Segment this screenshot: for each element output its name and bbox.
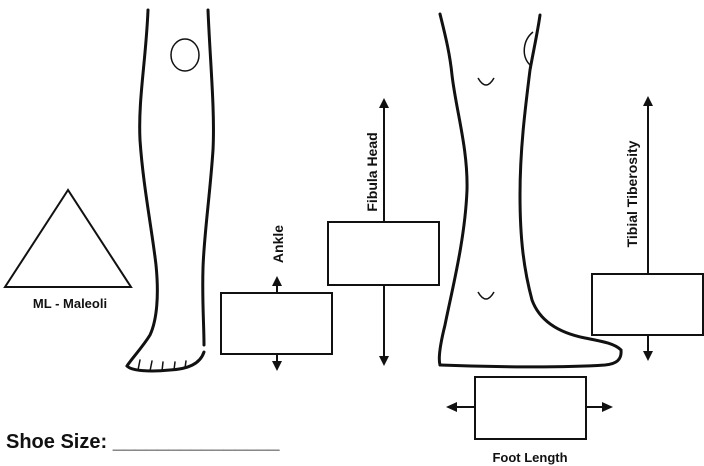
ankle-down-arrow-icon bbox=[272, 355, 282, 371]
front-leg-right-outline bbox=[203, 10, 214, 345]
fibula-head-measurement-input[interactable] bbox=[327, 221, 440, 286]
kneecap-icon bbox=[171, 39, 199, 71]
tibial-down-arrow-icon bbox=[643, 336, 653, 361]
ankle-up-arrow-icon bbox=[272, 276, 282, 292]
fibula-head-label: Fibula Head bbox=[364, 132, 380, 211]
fibula-up-arrow-icon bbox=[379, 98, 389, 221]
tibial-up-arrow-icon bbox=[643, 96, 653, 273]
ankle-mark-icon bbox=[478, 292, 494, 299]
fibula-down-arrow-icon bbox=[379, 286, 389, 366]
ml-maleoli-label: ML - Maleoli bbox=[33, 296, 107, 311]
foot-length-right-arrow-icon bbox=[587, 402, 613, 412]
side-leg-back-outline bbox=[439, 14, 467, 365]
foot-length-label: Foot Length bbox=[492, 450, 567, 465]
tibial-tiberosity-measurement-input[interactable] bbox=[591, 273, 704, 336]
ankle-label: Ankle bbox=[270, 225, 286, 263]
shoe-size-label: Shoe Size: _______________ bbox=[6, 431, 280, 453]
front-leg-left-outline bbox=[127, 10, 157, 366]
foot-length-measurement-input[interactable] bbox=[474, 376, 587, 440]
side-foot-sole-outline bbox=[440, 350, 621, 367]
ankle-measurement-input[interactable] bbox=[220, 292, 333, 355]
knee-mark-icon bbox=[478, 78, 494, 85]
tibial-tiberosity-label: Tibial Tiberosity bbox=[624, 140, 640, 247]
ml-maleoli-triangle-icon bbox=[5, 190, 131, 287]
foot-length-left-arrow-icon bbox=[446, 402, 474, 412]
